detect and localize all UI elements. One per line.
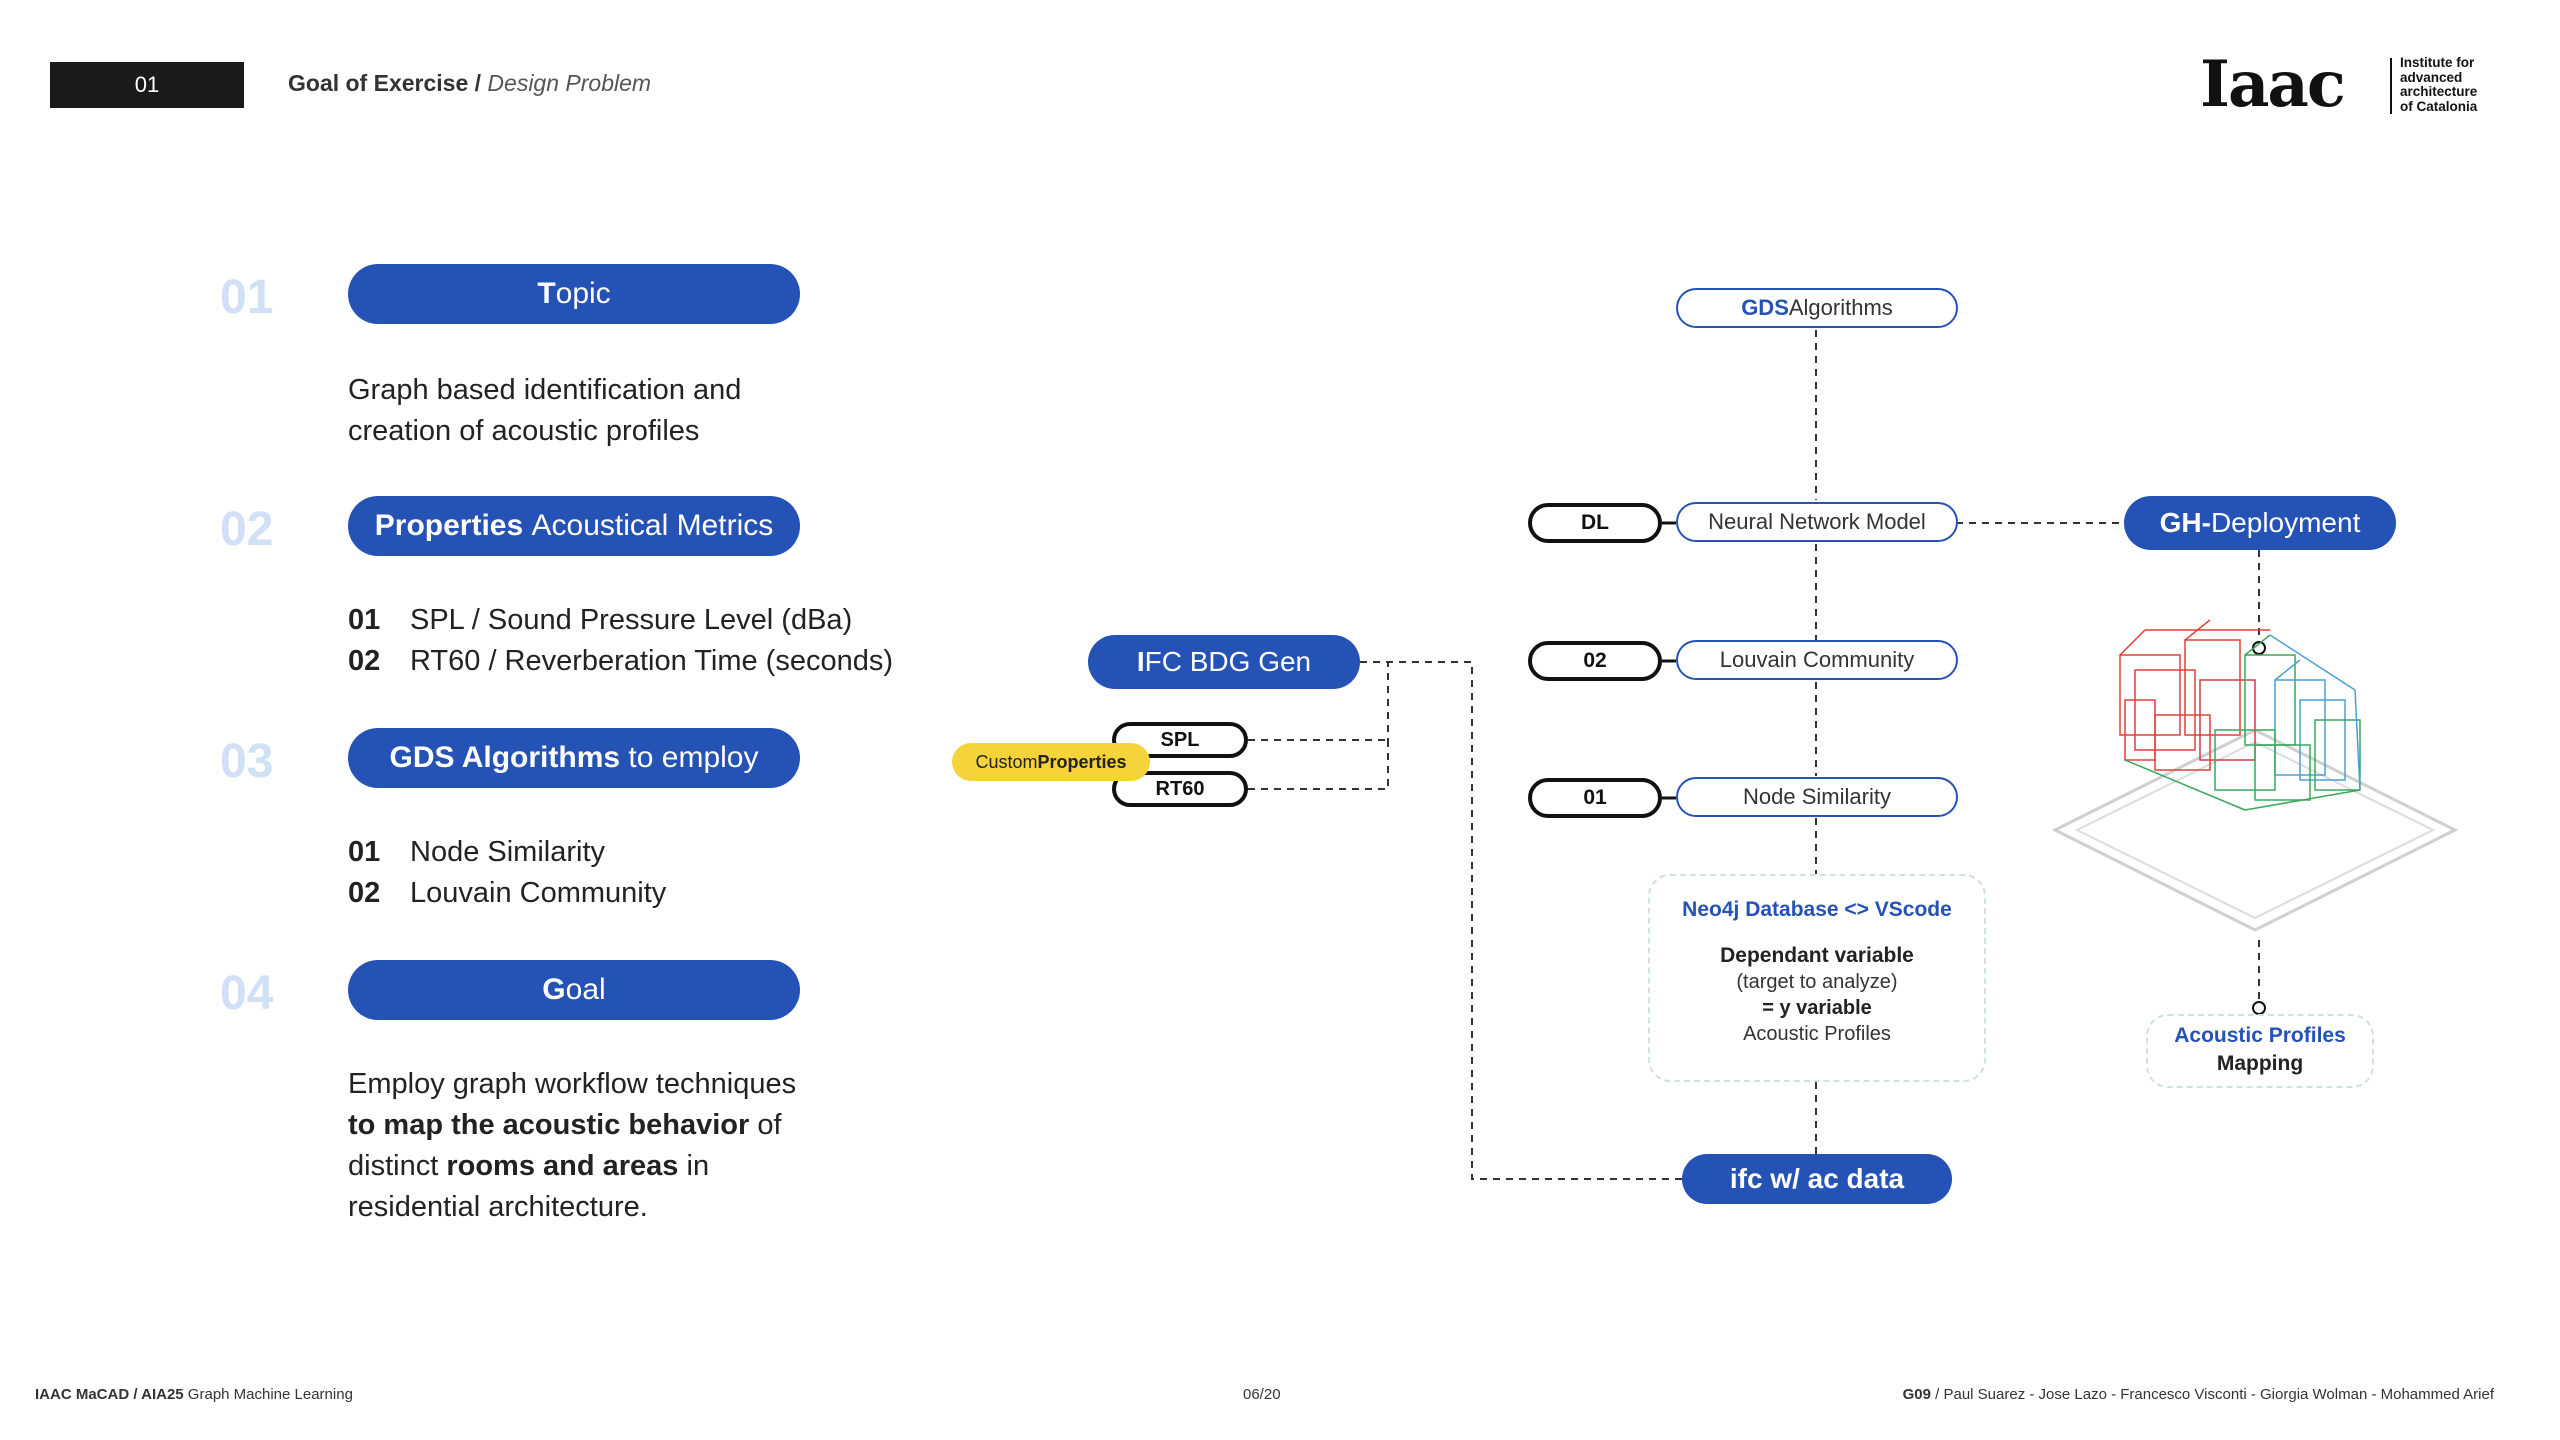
topic-description: Graph based identification and creation …: [348, 370, 741, 452]
spl-tag: SPL: [1112, 722, 1248, 758]
goal-line-2: to map the acoustic behavior of: [348, 1109, 782, 1141]
neo4j-box: Neo4j Database <> VScode Dependant varia…: [1648, 874, 1986, 1082]
logo-divider: [2390, 58, 2392, 114]
logo-text: Institute for advanced architecture of C…: [2400, 55, 2478, 114]
gds-pill: GDS Algorithms to employ: [348, 728, 800, 788]
y-variable: = y variable: [1762, 997, 1872, 1019]
connector-ifcgen-ifcac: [1360, 661, 1682, 1180]
connector-rt60: [1248, 740, 1389, 790]
logo-mark: Iaac: [2200, 47, 2346, 122]
topic-line-1: Graph based identification and: [348, 374, 742, 406]
footer-authors-list: / Paul Suarez - Jose Lazo - Francesco Vi…: [1930, 1386, 2494, 1403]
gds-algorithms-node: GDS Algorithms: [1676, 288, 1958, 328]
dl-tag-label: DL: [1581, 511, 1609, 534]
properties-pill-rest: Acoustical Metrics: [531, 509, 774, 542]
louvain-community-node: Louvain Community: [1676, 640, 1958, 680]
ifc-ac-label: ifc w/ ac data: [1729, 1163, 1905, 1194]
custom-label-b: Properties: [1037, 751, 1127, 772]
goal-line-4: residential architecture.: [348, 1191, 648, 1223]
goal-description: Employ graph workflow techniques to map …: [348, 1064, 796, 1228]
logo-line-3: architecture: [2400, 84, 2478, 99]
gh-node-bold: GH-: [2159, 507, 2211, 538]
goal-pill-rest: oal: [565, 973, 606, 1006]
neural-network-node: Neural Network Model: [1676, 502, 1958, 542]
properties-pill-bold: Properties: [374, 509, 524, 542]
header-title: Goal of Exercise / Design Problem: [288, 70, 651, 97]
mapping-title: Acoustic Profiles: [2174, 1024, 2346, 1047]
target-to-analyze: (target to analyze): [1736, 971, 1898, 993]
section-number-01: 01: [220, 271, 274, 324]
footer-course-rest: Graph Machine Learning: [183, 1386, 353, 1403]
dependant-variable: Dependant variable: [1720, 944, 1914, 967]
slide-number-badge: 01: [50, 62, 244, 108]
slide-number: 01: [134, 72, 160, 97]
section-number-03: 03: [220, 735, 274, 788]
gds-node-rest: Algorithms: [1788, 295, 1893, 320]
logo-line-4: of Catalonia: [2400, 98, 2478, 114]
iaac-logo: Iaac Institute for advanced architecture…: [2200, 50, 2490, 120]
goal-line-1: Employ graph workflow techniques: [348, 1068, 797, 1100]
louvain-node-label: Louvain Community: [1719, 647, 1915, 672]
footer-course-bold: IAAC MaCAD / AIA25: [35, 1386, 184, 1403]
ifc-ac-data-node: ifc w/ ac data: [1682, 1154, 1952, 1204]
rt60-tag-label: RT60: [1155, 777, 1205, 800]
neo4j-title: Neo4j Database <> VScode: [1682, 898, 1952, 921]
gds-pill-rest: to employ: [628, 741, 759, 774]
gds-node-bold: GDS: [1741, 295, 1789, 320]
footer-page-number: 06/20: [1243, 1386, 1281, 1403]
footer-authors: G09 / Paul Suarez - Jose Lazo - Francesc…: [1903, 1386, 2494, 1403]
footer-course: IAAC MaCAD / AIA25 Graph Machine Learnin…: [35, 1386, 353, 1403]
ifc-gen-bold: I: [1136, 646, 1145, 677]
goal-line-3: distinct rooms and areas in: [348, 1150, 710, 1182]
tag-01: 01: [1528, 778, 1662, 818]
section-number-02: 02: [220, 503, 274, 556]
tag-02-label: 02: [1583, 649, 1607, 672]
section-number-04: 04: [220, 967, 274, 1020]
connector-ifcgen-bracket: [1360, 661, 1389, 740]
gh-node-rest: Deployment: [2210, 507, 2361, 538]
acoustic-model-illustration: [2051, 619, 2459, 932]
node-similarity-node: Node Similarity: [1676, 777, 1958, 817]
tag-01-label: 01: [1583, 786, 1607, 809]
topic-pill-bold: T: [537, 277, 556, 310]
acoustic-profiles-label: Acoustic Profiles: [1743, 1023, 1891, 1045]
dl-tag: DL: [1528, 503, 1662, 543]
endpoint-model-mapping: [2252, 1001, 2266, 1015]
logo-line-1: Institute for: [2400, 55, 2475, 70]
mapping-subtitle: Mapping: [2216, 1052, 2304, 1075]
topic-line-2: creation of acoustic profiles: [348, 415, 700, 447]
header-title-sub: Design Problem: [487, 70, 652, 96]
footer-group: G09: [1902, 1386, 1931, 1403]
custom-properties-label: Custom Properties: [952, 743, 1150, 781]
header-title-main: Goal of Exercise /: [288, 70, 482, 96]
gh-deployment-node: GH-Deployment: [2124, 496, 2396, 550]
ifc-gen-rest: FC BDG Gen: [1144, 646, 1312, 677]
neural-node-label: Neural Network Model: [1708, 509, 1926, 534]
logo-line-2: advanced: [2400, 69, 2463, 85]
gds-pill-bold: GDS Algorithms: [389, 741, 621, 774]
tag-02: 02: [1528, 641, 1662, 681]
properties-pill: Properties Acoustical Metrics: [348, 496, 800, 556]
node-similarity-label: Node Similarity: [1743, 784, 1891, 809]
acoustic-profiles-mapping-box: Acoustic Profiles Mapping: [2146, 1014, 2374, 1088]
goal-pill-bold: G: [542, 973, 566, 1006]
topic-pill-rest: opic: [555, 277, 611, 310]
custom-label-a: Custom: [975, 751, 1038, 772]
spl-tag-label: SPL: [1160, 728, 1200, 751]
